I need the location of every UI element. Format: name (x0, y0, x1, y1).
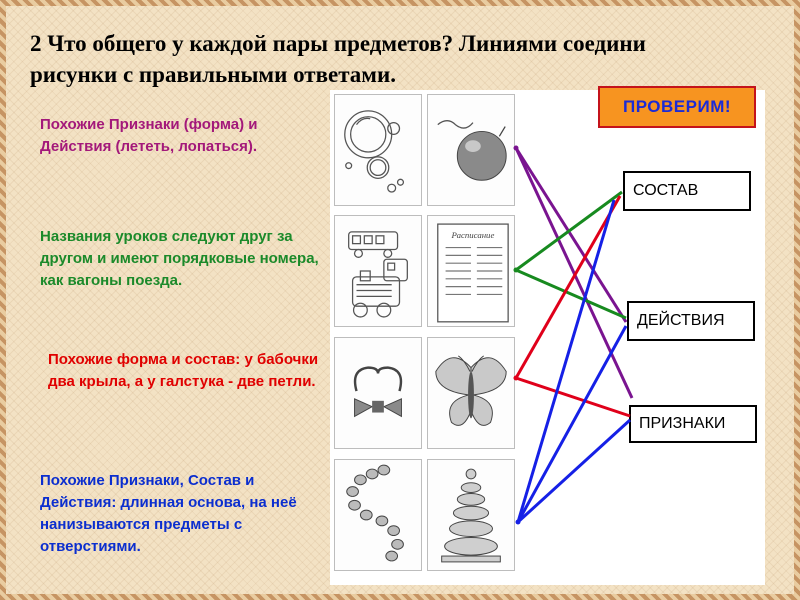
answer-box-sostav[interactable]: СОСТАВ (623, 171, 751, 211)
answer-box-priznaki[interactable]: ПРИЗНАКИ (629, 405, 757, 443)
toy-train-picture[interactable] (334, 215, 422, 327)
balloon-icon (437, 120, 507, 181)
beads-icon (346, 464, 404, 562)
bow-tie-icon (353, 366, 403, 418)
slide-title: 2 Что общего у каждой пары предметов? Ли… (30, 31, 646, 87)
pyramid-toy-icon (441, 468, 501, 563)
check-button[interactable]: ПРОВЕРИМ! (598, 86, 756, 128)
beads-picture[interactable] (334, 459, 422, 571)
bow-tie-picture[interactable] (334, 337, 422, 449)
description-3: Похожие форма и состав: у бабочки два кр… (48, 351, 319, 390)
balloon-picture[interactable] (427, 94, 515, 206)
soap-bubbles-icon (344, 110, 405, 193)
butterfly-picture[interactable] (427, 337, 515, 449)
answer-box-deystviya[interactable]: ДЕЙСТВИЯ (627, 301, 755, 341)
timetable-heading: Расписание (451, 230, 495, 240)
soap-bubbles-picture[interactable] (334, 94, 422, 206)
description-1: Похожие Признаки (форма) и Действия (лет… (40, 116, 258, 155)
description-4: Похожие Признаки, Состав и Действия: дли… (40, 472, 297, 555)
pyramid-toy-picture[interactable] (427, 459, 515, 571)
toy-train-icon (348, 231, 408, 318)
butterfly-icon (435, 355, 507, 426)
timetable-icon: Расписание (437, 223, 509, 323)
timetable-picture[interactable]: Расписание (427, 215, 515, 327)
description-2: Названия уроков следуют друг за другом и… (40, 228, 319, 289)
